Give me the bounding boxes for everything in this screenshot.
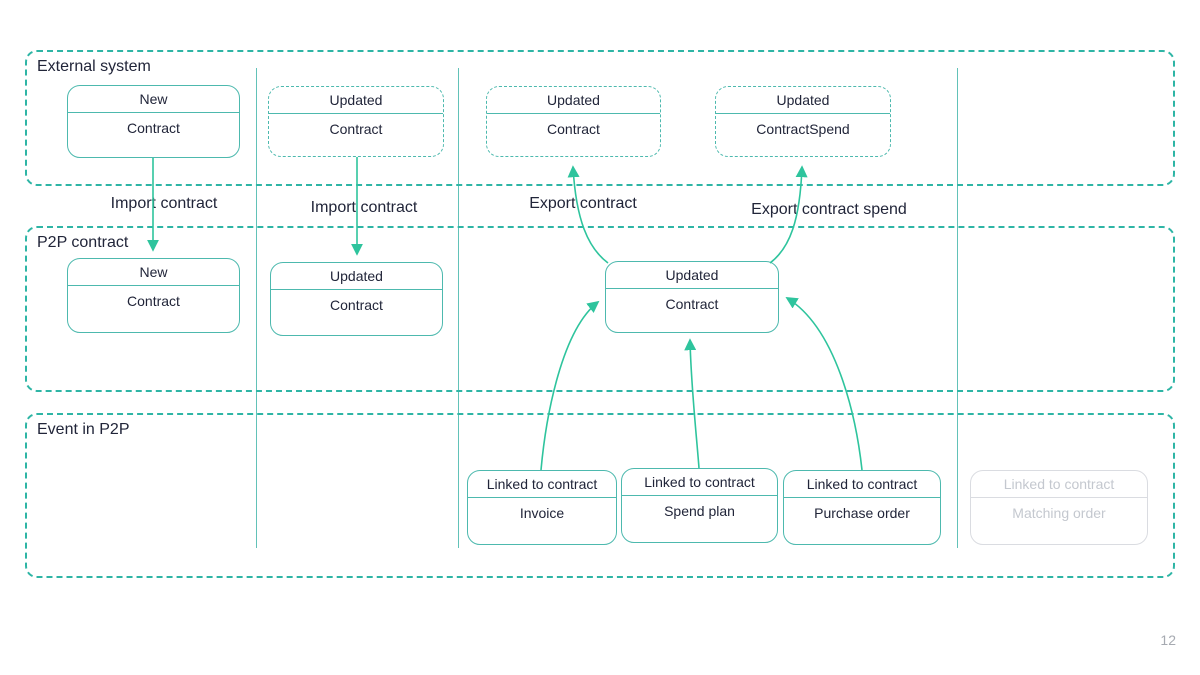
node-status: Linked to contract (622, 469, 777, 496)
node-status: Updated (606, 262, 778, 289)
node-status: New (68, 259, 239, 286)
column-divider (256, 68, 257, 548)
node-status: Linked to contract (468, 471, 616, 498)
flow-label-export-contract-spend: Export contract spend (751, 201, 907, 218)
node-status: Updated (271, 263, 442, 290)
node-status: Updated (487, 87, 660, 114)
node-ext-new-contract: New Contract (67, 85, 240, 158)
flow-label-export-contract: Export contract (529, 195, 637, 212)
node-entity: Spend plan (664, 503, 735, 519)
node-entity: Contract (127, 293, 180, 309)
node-entity: Contract (665, 296, 719, 312)
node-entity: Purchase order (814, 505, 910, 521)
node-p2p-updated-contract-2: Updated Contract (605, 261, 779, 333)
node-status: Linked to contract (784, 471, 940, 498)
node-entity: Invoice (519, 505, 565, 521)
node-entity: ContractSpend (756, 121, 850, 137)
node-entity: Matching order (1012, 505, 1106, 521)
node-event-invoice: Linked to contract Invoice (467, 470, 617, 545)
node-status: New (68, 86, 239, 113)
node-p2p-new-contract: New Contract (67, 258, 240, 333)
node-ext-updated-contract-2: Updated Contract (486, 86, 661, 157)
lane-label: Event in P2P (37, 421, 130, 438)
lane-label: External system (37, 58, 151, 75)
node-event-matching-order: Linked to contract Matching order (970, 470, 1148, 545)
lane-label: P2P contract (37, 234, 129, 251)
node-p2p-updated-contract-1: Updated Contract (270, 262, 443, 336)
node-entity: Contract (330, 297, 383, 313)
node-event-spend-plan: Linked to contract Spend plan (621, 468, 778, 543)
node-entity: Contract (547, 121, 600, 137)
node-ext-updated-contract-1: Updated Contract (268, 86, 444, 157)
column-divider (957, 68, 958, 548)
node-status: Updated (716, 87, 890, 114)
column-divider (458, 68, 459, 548)
node-event-purchase-order: Linked to contract Purchase order (783, 470, 941, 545)
page-number: 12 (1160, 632, 1176, 648)
lane-event-in-p2p: Event in P2P (25, 413, 1175, 578)
flow-label-import-contract-2: Import contract (310, 199, 418, 216)
node-entity: Contract (329, 121, 383, 137)
flow-label-import-contract-1: Import contract (110, 195, 218, 212)
node-entity: Contract (127, 120, 180, 136)
node-ext-updated-contractspend: Updated ContractSpend (715, 86, 891, 157)
node-status: Updated (269, 87, 443, 114)
node-status: Linked to contract (971, 471, 1147, 498)
